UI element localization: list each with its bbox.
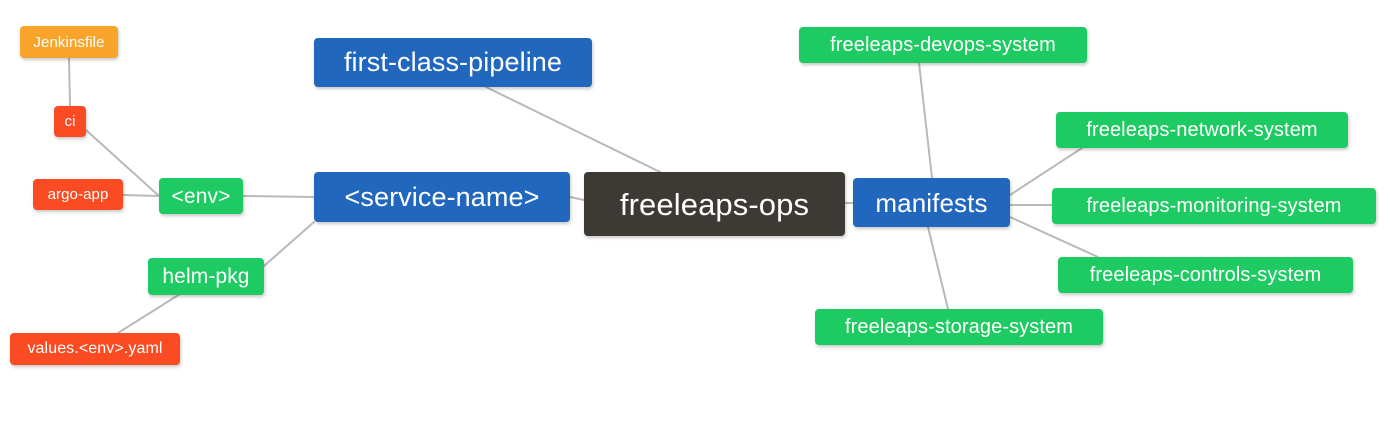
node-service-name[interactable]: <service-name>: [314, 172, 570, 222]
node-label-freeleaps-ops: freeleaps-ops: [619, 186, 810, 222]
node-label-ci: ci: [64, 113, 76, 130]
node-jenkinsfile[interactable]: Jenkinsfile: [20, 26, 118, 58]
edge-env-to-service-name: [242, 195, 315, 198]
node-label-freeleaps-storage-system: freeleaps-storage-system: [844, 316, 1074, 338]
node-values-env-yaml[interactable]: values.<env>.yaml: [10, 333, 180, 365]
node-label-service-name: <service-name>: [344, 181, 540, 212]
node-label-helm-pkg: helm-pkg: [162, 265, 250, 288]
node-label-jenkinsfile: Jenkinsfile: [33, 33, 105, 51]
node-argo-app[interactable]: argo-app: [33, 179, 123, 210]
node-label-freeleaps-network-system: freeleaps-network-system: [1086, 119, 1318, 141]
node-freeleaps-network-system[interactable]: freeleaps-network-system: [1056, 112, 1348, 148]
edge-helm-pkg-to-values-env-yaml: [117, 293, 181, 334]
edge-manifests-to-freeleaps-devops-system: [918, 62, 933, 179]
edge-manifests-to-freeleaps-storage-system: [927, 226, 949, 310]
node-freeleaps-storage-system[interactable]: freeleaps-storage-system: [815, 309, 1103, 345]
node-freeleaps-monitoring-system[interactable]: freeleaps-monitoring-system: [1052, 188, 1376, 224]
node-freeleaps-controls-system[interactable]: freeleaps-controls-system: [1058, 257, 1353, 293]
node-label-freeleaps-devops-system: freeleaps-devops-system: [830, 34, 1056, 56]
node-label-manifests: manifests: [875, 187, 988, 218]
edge-jenkinsfile-to-ci: [68, 57, 71, 107]
node-freeleaps-ops[interactable]: freeleaps-ops: [584, 172, 845, 236]
node-label-argo-app: argo-app: [47, 186, 109, 203]
node-helm-pkg[interactable]: helm-pkg: [148, 258, 264, 295]
node-label-freeleaps-monitoring-system: freeleaps-monitoring-system: [1086, 195, 1342, 217]
node-first-class-pipeline[interactable]: first-class-pipeline: [314, 38, 592, 87]
node-label-first-class-pipeline: first-class-pipeline: [343, 47, 563, 77]
node-env[interactable]: <env>: [159, 178, 243, 214]
edge-service-name-to-helm-pkg: [263, 221, 315, 267]
node-ci[interactable]: ci: [54, 106, 86, 137]
node-freeleaps-devops-system[interactable]: freeleaps-devops-system: [799, 27, 1087, 63]
edge-service-name-to-freeleaps-ops: [569, 196, 585, 201]
node-label-env: <env>: [171, 184, 231, 208]
edge-argo-app-to-env: [122, 194, 160, 197]
node-label-freeleaps-controls-system: freeleaps-controls-system: [1089, 264, 1322, 286]
node-manifests[interactable]: manifests: [853, 178, 1010, 227]
edge-first-class-pipeline-to-freeleaps-ops: [485, 86, 661, 173]
node-label-values-env-yaml: values.<env>.yaml: [27, 340, 163, 357]
